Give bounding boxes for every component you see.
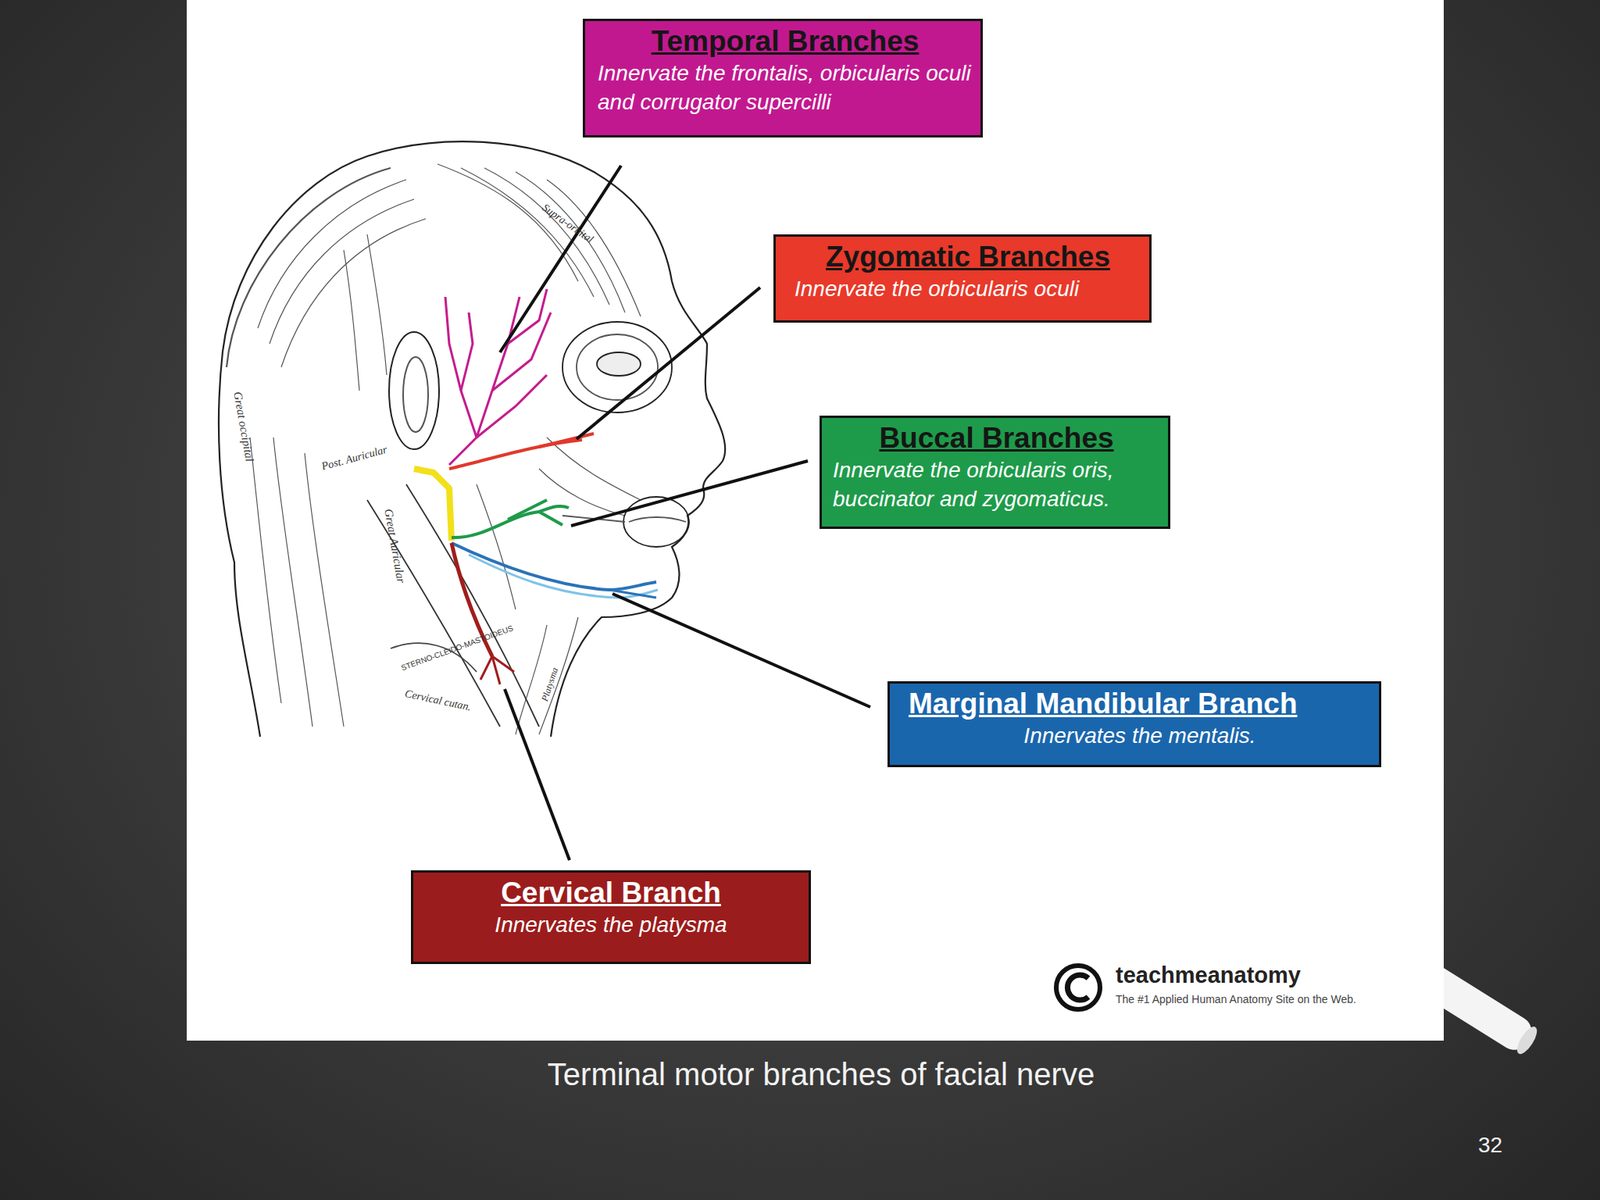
muscle-hatching [515, 625, 547, 735]
ear [389, 332, 440, 450]
copyright-symbol [1067, 975, 1089, 1000]
logo-tagline: The #1 Applied Human Anatomy Site on the… [1115, 992, 1357, 1006]
box-description: Innervates the platysma [421, 910, 801, 940]
box-heading: Temporal Branches [597, 24, 973, 59]
zygomatic-nerve-branches [449, 433, 594, 469]
box-heading: Zygomatic Branches [794, 239, 1142, 275]
orbicularis-oris [623, 496, 690, 547]
orbicularis-oculi [596, 352, 641, 376]
muscle-hatching [484, 167, 610, 305]
leader-line [500, 165, 622, 353]
muscle-hatching [546, 179, 641, 317]
slide-panel [186, 0, 1444, 1041]
logo-wordmark: teachmeanatomy [1115, 962, 1301, 989]
cervical-box: Cervical BranchInnervates the platysma [410, 870, 811, 965]
muscle-hatching [343, 250, 360, 391]
marginal-mandibular-nerve-branch [468, 554, 658, 598]
box-heading: Marginal Mandibular Branch [908, 686, 1372, 722]
orbicularis-oculi [562, 321, 672, 413]
buccal-nerve-branches [539, 511, 563, 525]
muscle-hatching [257, 179, 407, 329]
temporal-nerve-branches [449, 296, 520, 465]
muscle-hatching [250, 164, 641, 735]
box-heading: Buccal Branches [832, 421, 1161, 456]
muscle-hatching [476, 484, 516, 610]
temporal-nerve-branches [445, 296, 477, 438]
temporal-box: Temporal BranchesInnervate the frontalis… [582, 18, 983, 138]
zygomatic-nerve-branches [539, 433, 594, 447]
box-description: Innervates the mentalis. [908, 721, 1372, 750]
page-number: 32 [1478, 1132, 1503, 1158]
cervical-nerve-branch [451, 542, 515, 685]
leader-line [612, 593, 871, 708]
ear [403, 357, 429, 433]
buccal-nerve-branches [451, 506, 569, 538]
buccal-nerve-branches [451, 500, 569, 538]
zygomatic-nerve-branches [449, 439, 583, 469]
box-description: Innervate the orbicularis oculi [794, 274, 1142, 304]
leader-line [576, 287, 761, 440]
muscle-hatching [546, 437, 641, 500]
temporal-nerve-branches [445, 289, 551, 465]
leader-line [571, 460, 808, 526]
sternocleidomastoid [406, 484, 540, 727]
box-description: Innervate the orbicularis oris, buccinat… [832, 455, 1161, 514]
muscle-hatching [367, 234, 387, 375]
marginal-mandibular-box: Marginal Mandibular BranchInnervates the… [887, 681, 1382, 768]
zygomatic-box: Zygomatic BranchesInnervate the orbicula… [773, 234, 1152, 323]
leader-line [504, 689, 570, 861]
temporal-nerve-branches [460, 312, 473, 391]
orbicularis-oris [628, 517, 686, 522]
copyright-symbol [1056, 965, 1100, 1010]
head-outline [218, 141, 725, 737]
muscle-hatching [273, 437, 313, 727]
head-outline [218, 141, 725, 737]
facial-nerve-trunk [414, 468, 452, 541]
box-description: Innervate the frontalis, orbicularis ocu… [597, 58, 973, 117]
cervical-nerve-branch [492, 656, 515, 672]
marginal-mandibular-nerve-branch [451, 542, 657, 590]
muscle-hatching [539, 617, 579, 735]
cervical-nerve-branch [480, 656, 493, 680]
slide-caption: Terminal motor branches of facial nerve [547, 1057, 1095, 1093]
box-heading: Cervical Branch [421, 875, 801, 911]
marginal-mandibular-nerve-branch [451, 542, 658, 598]
orbicularis-oculi [576, 334, 658, 400]
copyright-symbol [1056, 965, 1100, 1010]
muscle-hatching [269, 199, 415, 344]
muscle-hatching [250, 437, 282, 704]
ear [389, 332, 440, 450]
buccal-nerve-branches [507, 500, 547, 520]
temporal-nerve-branches [507, 289, 547, 344]
buccal-box: Buccal BranchesInnervate the orbicularis… [819, 415, 1171, 529]
muscle-hatching [304, 453, 344, 727]
muscle-hatching [281, 218, 426, 368]
temporal-nerve-branches [476, 375, 547, 438]
chalk-piece [1513, 1023, 1541, 1057]
orbicularis-oculi [562, 321, 672, 413]
